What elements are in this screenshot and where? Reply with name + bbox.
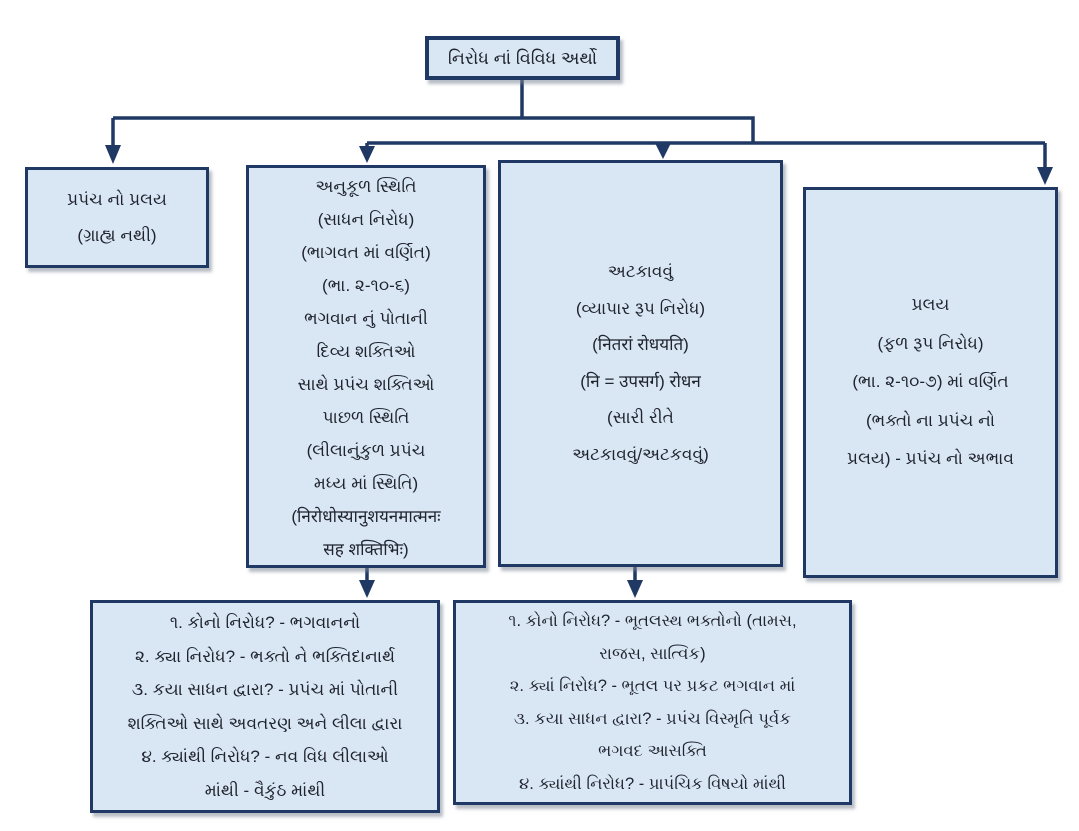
text-line: અટકાવવું/અટકવવું) <box>572 444 709 464</box>
text-line: (ભક્તો ના પ્રપંચ નો <box>865 410 996 430</box>
box-prapanch-pralay: પ્રપંચ નો પ્રલય (ગ્રાહ્ય નથી) <box>25 167 209 268</box>
text-line: (સારી રીતે <box>607 408 674 427</box>
text-line: सह शक्तिभिः) <box>323 540 409 559</box>
box-nirodh-qa-left: ૧. કોનો નિરોધ? - ભગવાનનો ૨. ક્યા નિરોધ? -… <box>90 600 440 813</box>
box-pralay: પ્રલય (ફળ રૂપ નિરોધ) (ભા. ૨-૧૦-૭) માં વર્ણ… <box>803 187 1058 578</box>
text-line: દિવ્ય શક્તિઓ <box>316 342 416 361</box>
arrowhead-2 <box>359 146 375 163</box>
text-line: ૪. ક્યાંથી નિરોધ? - પ્રાપંચિક વિષયો માંથ… <box>519 774 786 793</box>
text-line: શક્તિઓ સાથે અવતરણ અને લીલા દ્વારા <box>127 713 403 733</box>
text-line: ભગવદ આસક્તિ <box>598 742 707 760</box>
arrowhead-4 <box>1037 167 1053 185</box>
arrowhead-3 <box>655 143 671 159</box>
text-line: (नि = उपसर्ग) रोधन <box>580 371 701 391</box>
box-nirodh-qa-right: ૧. કોનો નિરોધ? - ભૂતલસ્થ ભક્તોનો (તામસ, ર… <box>453 600 852 805</box>
connector-upper-rail <box>113 116 755 143</box>
text-line: મધ્ય માં સ્થિતિ) <box>313 474 419 493</box>
text-line: અનુકૂળ સ્થિતિ <box>315 177 417 196</box>
box-atkavvu: અટકાવવું (વ્યાપાર રૂપ નિરોધ) (नितरां रोधयत… <box>498 160 783 567</box>
text-line: (લીલાનુંકુળ પ્રપંચ <box>306 441 426 460</box>
text-line: (ભા. ૨-૧૦-૭) માં વર્ણિત <box>852 372 1009 392</box>
text-line: (ભાગવત માં વર્ણિત) <box>301 243 431 262</box>
text-line: (नितरां रोधयति) <box>592 335 689 354</box>
arrowhead-6 <box>627 580 643 598</box>
box-root: નિરોધ નાં વિવિધ અર્થો <box>425 36 620 80</box>
text-line: પાછળ સ્થિતિ <box>322 408 410 427</box>
text-line: ભગવાન નું પોતાની <box>304 309 428 328</box>
arrowhead-5 <box>359 580 375 598</box>
text-line: નિરોધ નાં વિવિધ અર્થો <box>447 47 598 68</box>
text-line: પ્રલય) - પ્રપંચ નો અભાવ <box>847 449 1014 469</box>
text-line: રાજસ, સાત્વિક) <box>599 644 706 663</box>
arrowhead-1 <box>105 145 121 164</box>
text-line: (ગ્રાહ્ય નથી) <box>77 225 157 245</box>
text-line: ૩. કયા સાધન દ્વારા? - પ્રપંચ વિસ્મૃતિ પૂ… <box>514 709 791 728</box>
text-line: ૧. કોનો નિરોધ? - ભૂતલસ્થ ભક્તોનો (તામસ, <box>508 612 797 630</box>
text-line: (निरोधोस्यानुशयनमात्मनः <box>291 507 441 526</box>
text-line: ૨. ક્યાં નિરોધ? - ભૂતલ પર પ્રકટ ભગવાન મા… <box>509 677 796 695</box>
text-line: ૨. ક્યા નિરોધ? - ભક્તો ને ભક્તિદાનાર્થ <box>134 646 396 666</box>
text-line: (સાધન નિરોધ) <box>317 210 415 229</box>
text-line: પ્રપંચ નો પ્રલય <box>67 189 167 209</box>
text-line: ૧. કોનો નિરોધ? - ભગવાનનો <box>169 613 361 632</box>
text-line: પ્રલય <box>911 295 950 315</box>
text-line: (ભા. ૨-૧૦-૬) <box>322 276 410 295</box>
text-line: (વ્યાપાર રૂપ નિરોધ) <box>575 298 706 318</box>
text-line: ૪. ક્યાંથી નિરોધ? - નવ વિધ લીલાઓ <box>141 747 389 766</box>
text-line: સાથે પ્રપંચ શક્તિઓ <box>297 375 435 394</box>
text-line: (ફળ રૂપ નિરોધ) <box>877 333 984 353</box>
text-line: ૩. કયા સાધન દ્વારા? - પ્રપંચ માં પોતાની <box>131 680 399 699</box>
text-line: માંથી - વૈકુંઠ માંથી <box>204 780 326 800</box>
text-line: અટકાવવું <box>607 262 674 281</box>
box-anukool-sthiti: અનુકૂળ સ્થિતિ (સાધન નિરોધ) (ભાગવત માં વર્ણ… <box>246 165 486 568</box>
